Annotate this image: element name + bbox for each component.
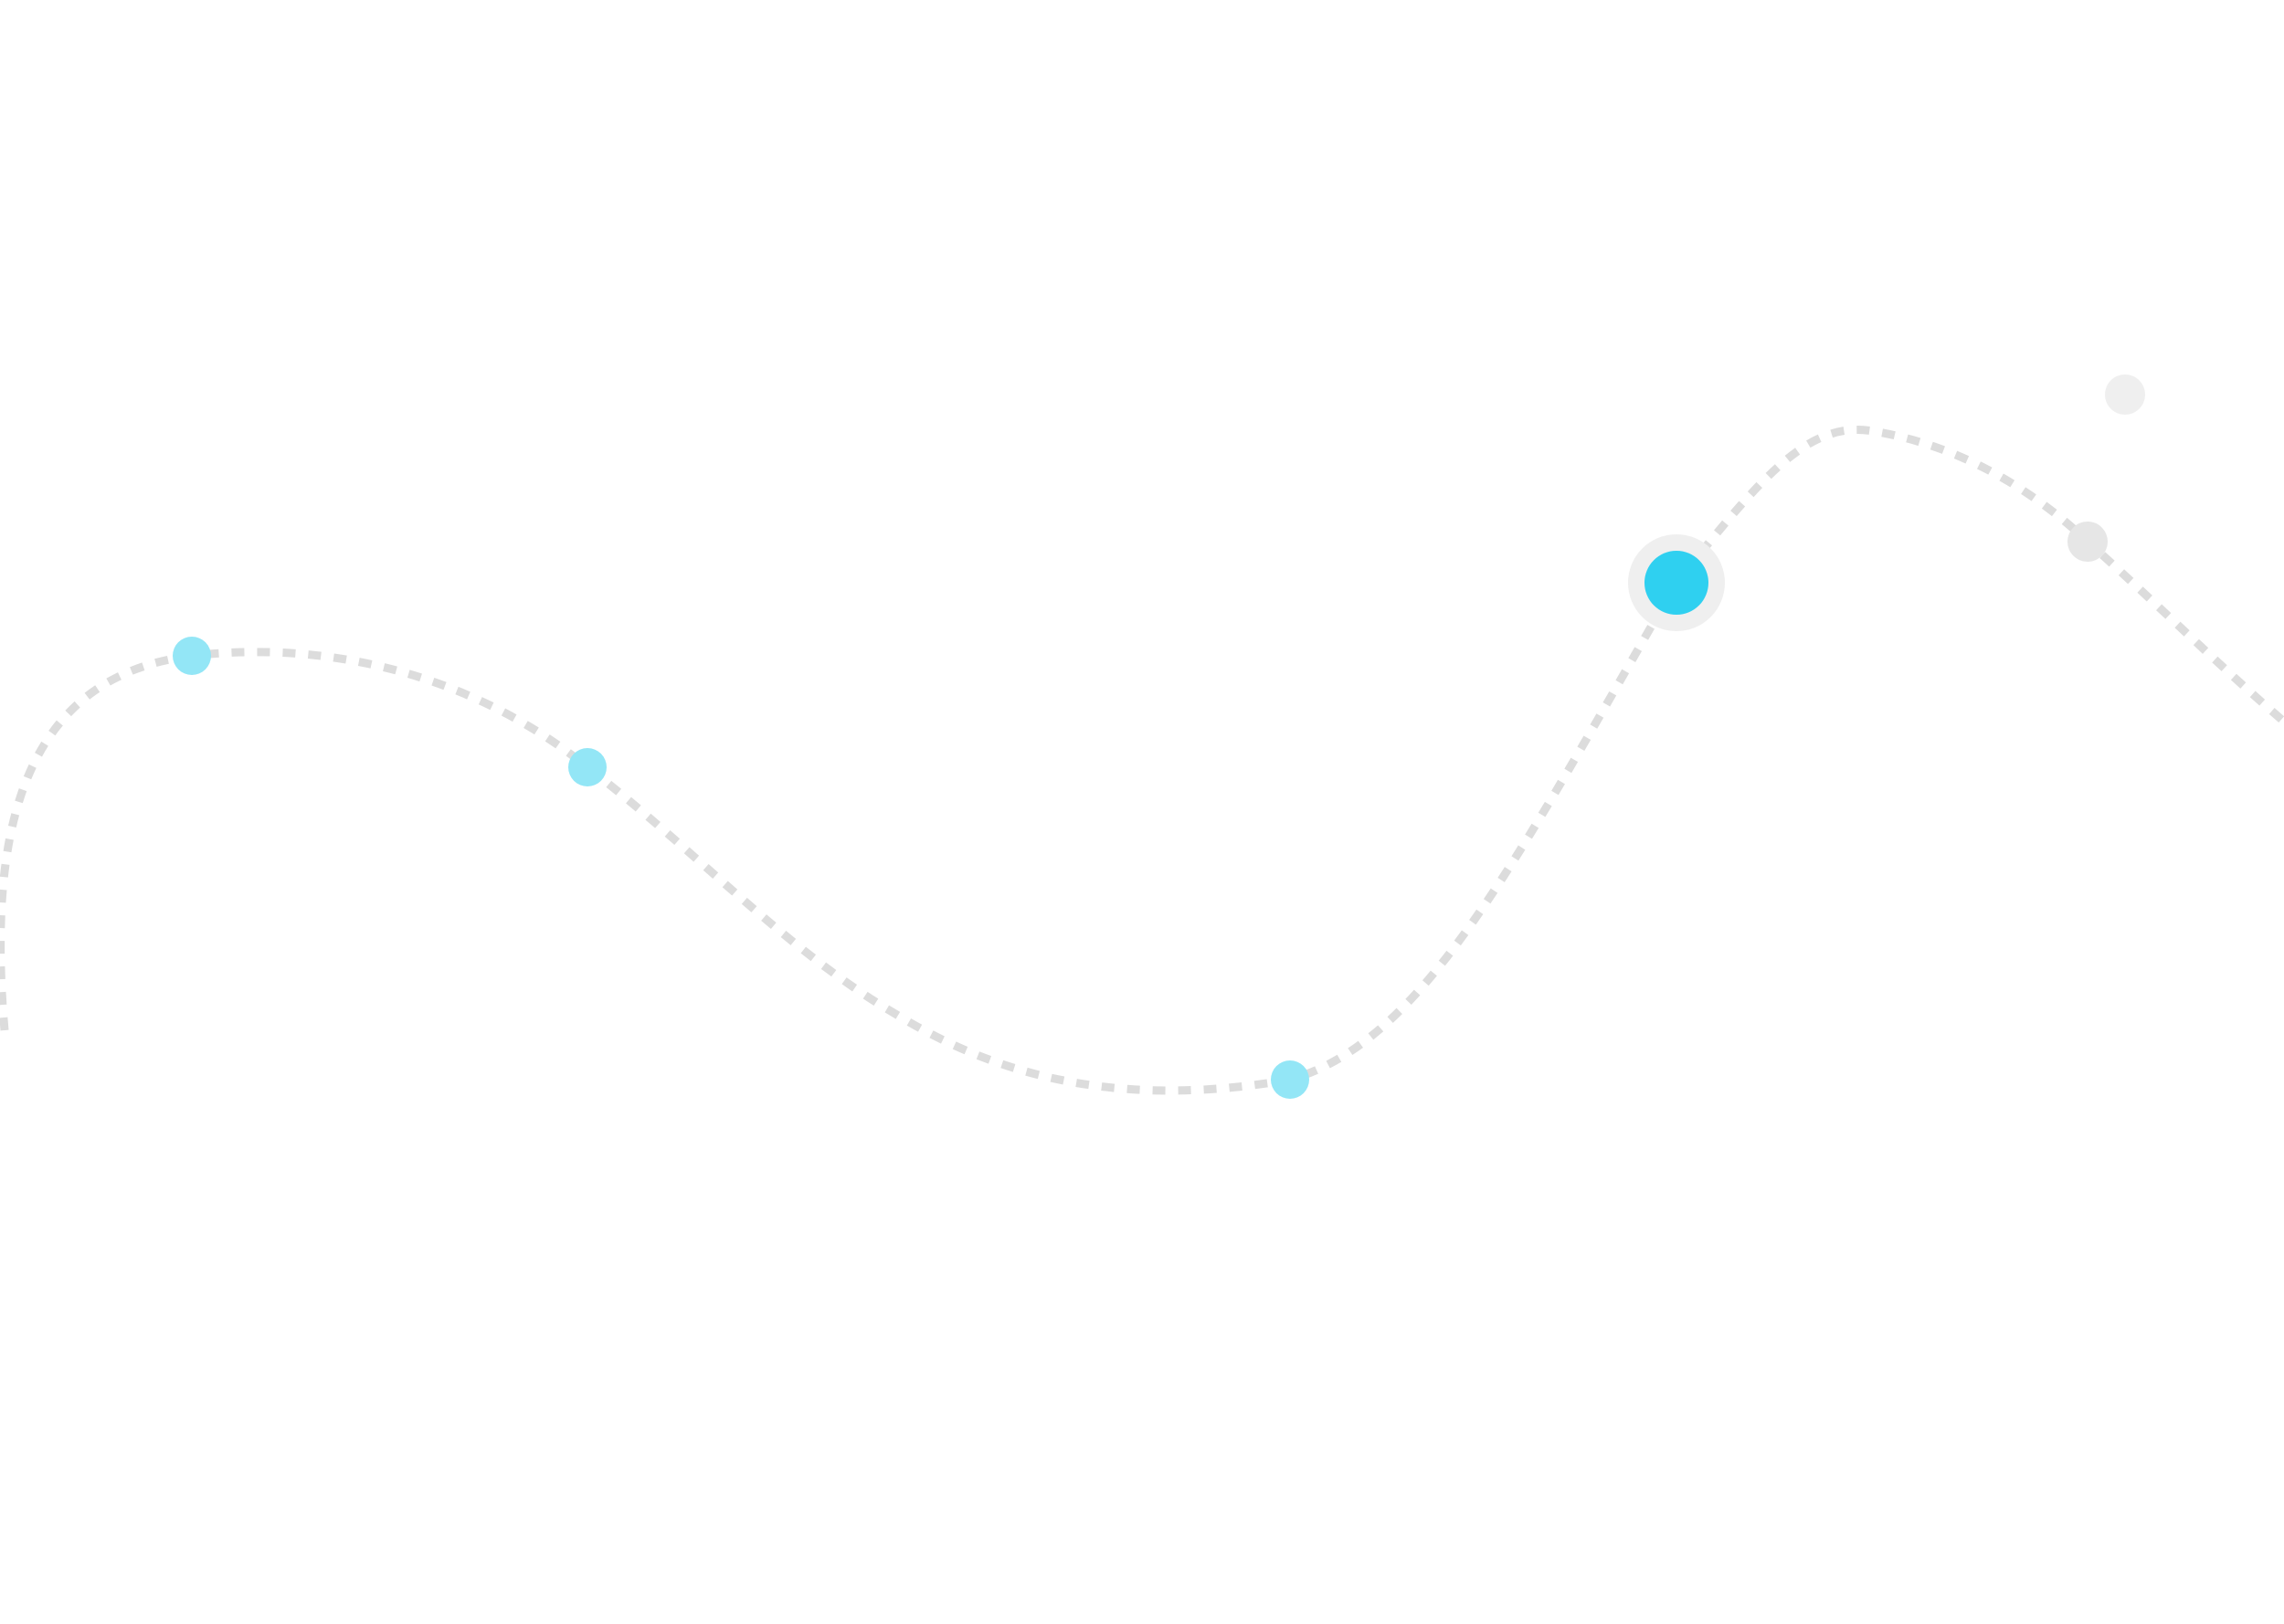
path-node-locked-faded [2105, 374, 2145, 415]
current-node-dot [1644, 551, 1708, 615]
path-node-completed[interactable] [173, 637, 211, 675]
path-node-completed[interactable] [568, 748, 607, 786]
path-node-locked[interactable] [2067, 522, 2108, 562]
path-node-completed[interactable] [1271, 1060, 1309, 1099]
dashed-progress-path [0, 426, 2284, 1095]
path-node-current[interactable] [1628, 534, 1725, 631]
path-nodes [173, 374, 2145, 1099]
